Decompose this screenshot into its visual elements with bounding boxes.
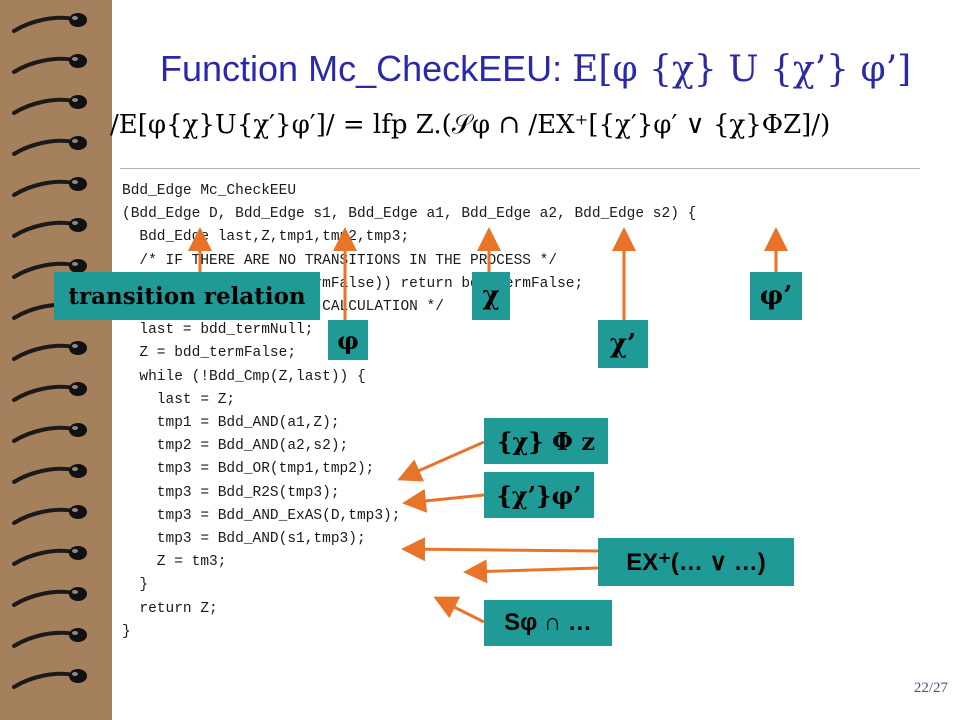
code-line: return Z; [122, 600, 218, 617]
slide-title: Function Mc_CheckEEU: E[φ {χ} U {χ’} φ’] [160, 48, 911, 90]
spiral-ring [12, 382, 87, 402]
arrow-ex-plus [401, 537, 599, 562]
code-line: tmp3 = Bdd_OR(tmp1,tmp2); [122, 461, 375, 478]
spiral-ring [12, 423, 87, 443]
spiral-ring [12, 341, 87, 361]
spiral-ring [12, 218, 87, 238]
spiral-binding [0, 0, 112, 720]
code-line: Bdd_Edge Mc_CheckEEU [122, 183, 297, 199]
label-ex-plus-or: EX⁺(… ∨ …) [598, 538, 794, 586]
code-line: tmp3 = Bdd_R2S(tmp3); [122, 484, 340, 501]
spiral-ring [12, 587, 87, 607]
spiral-ring [12, 669, 87, 689]
label-transition-relation: transition relation [54, 272, 320, 320]
code-line: } [122, 623, 131, 640]
arrow-s-phi [433, 596, 485, 624]
code-line: Z = bdd_termFalse; [122, 345, 297, 362]
spiral-ring [12, 546, 87, 566]
label-chi-prime-phi-prime: {χ’}φ’ [484, 472, 594, 518]
code-line: Z = tm3; [122, 554, 227, 571]
spiral-ring [12, 177, 87, 197]
code-line: last = bdd_termNull; [122, 322, 314, 339]
label-phi: φ [328, 320, 368, 360]
code-line: } [122, 577, 149, 594]
code-line: tmp3 = Bdd_AND_ExAS(D,tmp3); [122, 507, 401, 524]
spiral-ring [12, 95, 87, 115]
code-line: last = Z; [122, 391, 236, 408]
code-line: while (!Bdd_Cmp(Z,last)) { [122, 368, 366, 385]
spiral-ring [12, 259, 87, 279]
label-chi-prime: χ’ [598, 320, 648, 368]
label-chi: χ [472, 272, 510, 320]
page-number: 22/27 [913, 680, 948, 696]
arrow-chi-phi-z [397, 440, 485, 482]
code-line: (Bdd_Edge D, Bdd_Edge s1, Bdd_Edge a1, B… [122, 206, 697, 223]
label-chi-Phi-z: {χ} Φ z [484, 418, 608, 464]
definition-formula: /E[φ{χ}U{χ′}φ′]/ = lfp Z.(𝒮φ ∩ /EX⁺[{χ′}… [110, 110, 831, 140]
spiral-ring [12, 136, 87, 156]
title-text: Function Mc_CheckEEU: [160, 48, 573, 89]
code-line: tmp1 = Bdd_AND(a1,Z); [122, 415, 340, 432]
title-formula: E[φ {χ} U {χ’} φ’] [572, 49, 912, 90]
spiral-ring [12, 464, 87, 484]
spiral-ring [12, 628, 87, 648]
label-phi-prime: φ’ [750, 272, 802, 320]
arrow-chi-prime-phi-prime [402, 488, 485, 513]
code-line: tmp2 = Bdd_AND(a2,s2); [122, 438, 349, 455]
spiral-ring [12, 505, 87, 525]
label-s-phi-cap: Sφ ∩ … [484, 600, 612, 646]
code-line: tmp3 = Bdd_AND(s1,tmp3); [122, 531, 366, 548]
arrow-ex-plus-2 [463, 559, 599, 584]
divider-line [120, 168, 920, 169]
code-line: /* IF THERE ARE NO TRANSITIONS IN THE PR… [122, 252, 558, 269]
spiral-ring [12, 54, 87, 74]
spiral-ring [12, 13, 87, 33]
